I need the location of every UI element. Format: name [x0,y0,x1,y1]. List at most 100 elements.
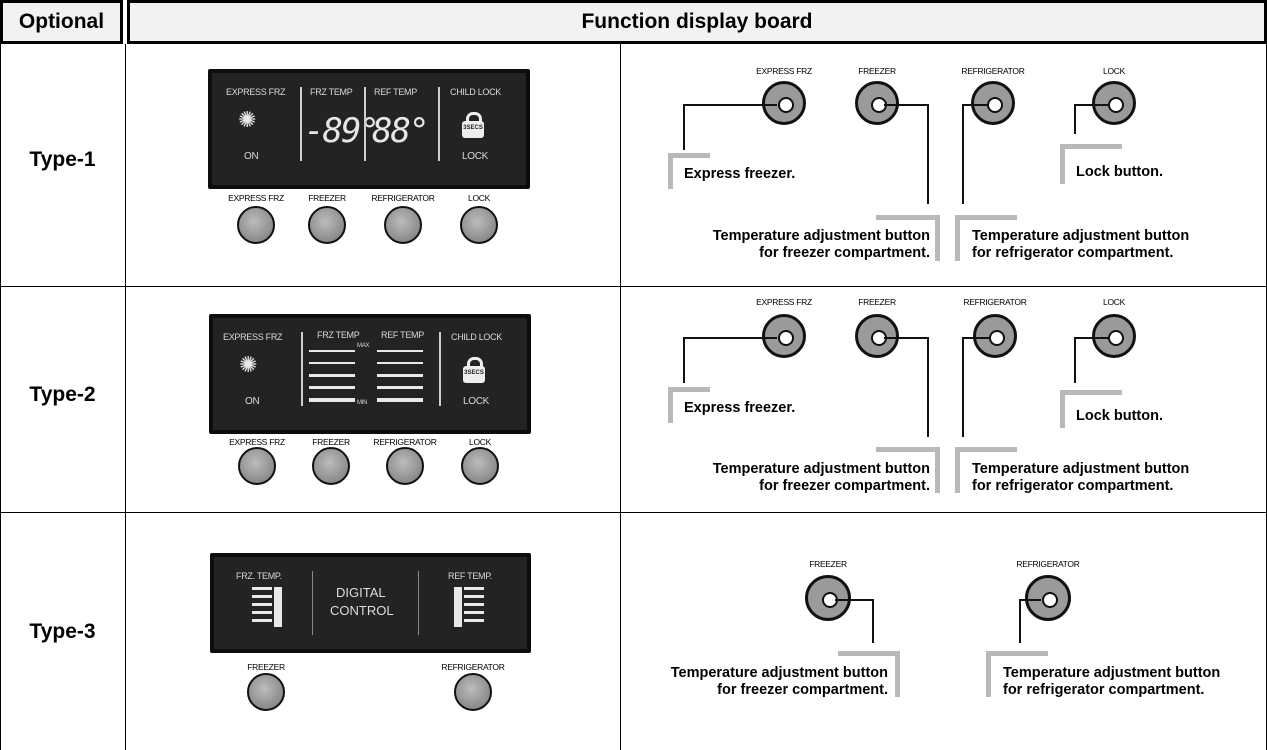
leader-line [927,104,929,204]
lock-button[interactable] [460,206,498,244]
btn-label-freezer: FREEZER [247,662,285,672]
leader-line [1074,337,1076,383]
note-bracket [876,215,940,220]
express-frz-button[interactable] [237,206,275,244]
panel-min-label: MIN [357,400,368,406]
leader-line [1074,337,1108,339]
leader-line [683,337,685,383]
lock-icon: 3SECS [462,112,484,138]
refrigerator-temp-note: Temperature adjustment button for refrig… [1003,665,1220,699]
note-bracket [955,447,960,493]
header-function-display-board: Function display board [127,0,1267,44]
refrigerator-level-bar [464,587,484,590]
refrigerator-level-bar [377,386,423,389]
panel-child-lock-label: CHILD LOCK [450,87,502,97]
diagram-label-express-frz: EXPRESS FRZ [756,297,812,307]
freezer-level-bar [252,611,272,614]
diagram-label-lock: LOCK [1103,297,1125,307]
note-bracket [668,387,710,392]
panel-lock-label: LOCK [463,396,490,407]
freezer-temp-note-line2: for freezer compartment. [717,682,888,698]
freezer-level-bar [252,587,272,590]
leader-line [962,337,990,339]
refrigerator-temp-readout: 88° [372,111,429,151]
btn-label-freezer: FREEZER [312,437,350,447]
freezer-level-bar [309,350,355,352]
freezer-temp-note: Temperature adjustment button for freeze… [626,665,888,699]
leader-line [962,337,964,437]
note-bracket [668,153,710,158]
freezer-temp-note-line2: for freezer compartment. [759,478,930,494]
freezer-level-bar [252,595,272,598]
freezer-level-indicator [274,587,282,627]
panel-divider [301,332,303,406]
panel-ref-temp-label: REF TEMP [374,87,417,97]
btn-label-refrigerator: REFRIGERATOR [373,437,437,447]
lock-button-note: Lock button. [1076,164,1163,180]
panel-divider [300,87,302,161]
leader-line [884,104,928,106]
note-bracket [955,447,1017,452]
panel-divider [418,571,419,635]
refrigerator-button[interactable] [386,447,424,485]
note-bracket [876,447,940,452]
diagram-refrigerator-button [971,81,1015,125]
note-bracket [955,215,960,261]
freezer-level-bar [252,603,272,606]
express-frz-button[interactable] [238,447,276,485]
control-label: CONTROL [330,603,394,618]
btn-label-lock: LOCK [469,437,491,447]
note-bracket [838,651,900,656]
leader-line [962,104,988,106]
table-border-left [0,44,1,750]
leader-line [962,104,964,204]
panel-express-frz-label: EXPRESS FRZ [223,332,283,342]
freezer-button[interactable] [312,447,350,485]
header-optional: Optional [0,0,123,44]
freezer-temp-note: Temperature adjustment button for freeze… [670,461,930,495]
note-bracket [986,651,1048,656]
type-2-label: Type-2 [29,383,96,406]
diagram-label-lock: LOCK [1103,66,1125,76]
row-divider-2 [0,512,1267,513]
refrigerator-level-bar [464,595,484,598]
panel-divider [439,332,441,406]
express-freezer-note: Express freezer. [684,400,796,416]
type-3-display-panel: FRZ. TEMP. DIGITAL CONTROL REF TEMP. [210,553,531,653]
refrigerator-level-bar [377,374,423,377]
leader-line [872,599,874,643]
note-bracket [935,215,940,261]
note-bracket [1060,144,1065,184]
lock-icon: 3SECS [463,357,485,383]
panel-express-frz-label: EXPRESS FRZ [226,87,286,97]
btn-label-freezer: FREEZER [308,193,346,203]
type-2-display-panel: EXPRESS FRZ ✺ ON FRZ TEMP REF TEMP MAX M… [209,314,531,434]
table-divider-col2 [620,44,621,750]
refrigerator-level-bar [377,362,423,364]
panel-frz-temp-label: FRZ. TEMP. [236,571,282,581]
freezer-temp-note: Temperature adjustment button for freeze… [670,228,930,262]
refrigerator-level-bar [377,398,423,402]
refrigerator-level-bar [377,350,423,352]
freezer-level-bar [309,374,355,377]
freezer-temp-note-line2: for freezer compartment. [759,245,930,261]
panel-child-lock-label: CHILD LOCK [451,332,503,342]
btn-label-lock: LOCK [468,193,490,203]
refrigerator-level-bar [464,619,484,622]
refrigerator-temp-note-line2: for refrigerator compartment. [972,478,1174,494]
note-bracket [668,153,673,189]
freezer-button[interactable] [247,673,285,711]
freezer-temp-note-line1: Temperature adjustment button [712,461,930,477]
refrigerator-temp-note-line1: Temperature adjustment button [1003,665,1221,681]
express-freeze-icon: ✺ [239,352,258,377]
leader-line [683,337,777,339]
freezer-temp-readout: -89° [304,111,380,151]
diagram-express-frz-button [762,81,806,125]
refrigerator-button[interactable] [384,206,422,244]
panel-divider [438,87,440,161]
leader-line [1074,104,1076,134]
lock-button[interactable] [461,447,499,485]
refrigerator-button[interactable] [454,673,492,711]
freezer-temp-note-line1: Temperature adjustment button [712,228,930,244]
freezer-button[interactable] [308,206,346,244]
